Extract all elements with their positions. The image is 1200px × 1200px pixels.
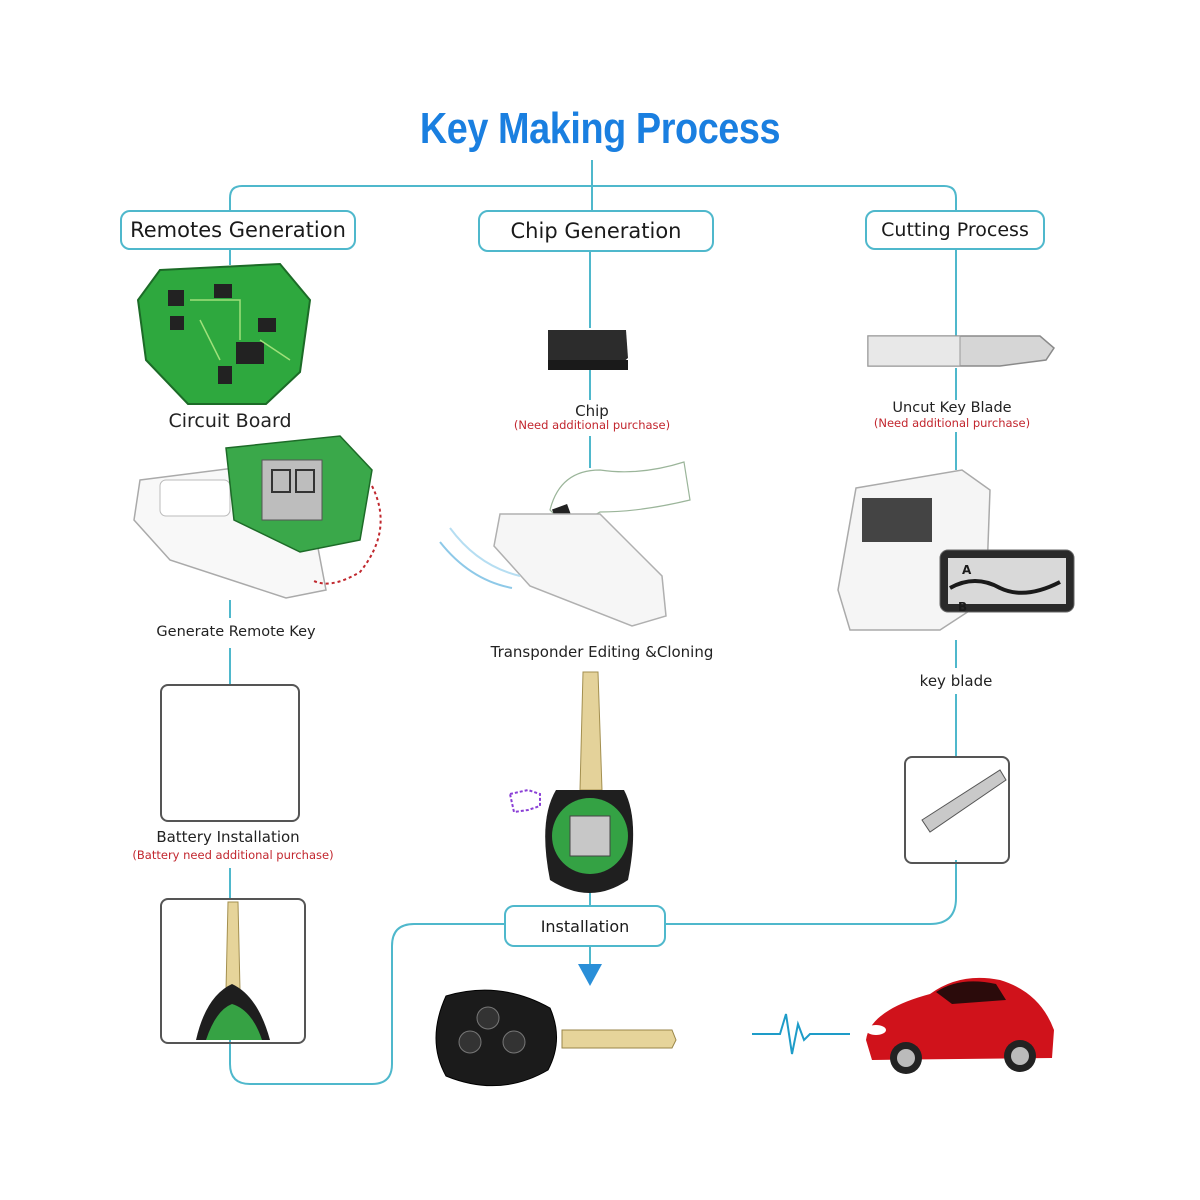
remote-key-icon [435, 989, 677, 1087]
circuit-board-icon [136, 262, 312, 405]
car-icon [866, 977, 1054, 1074]
stage-remotes-generation: Remotes Generation [120, 210, 356, 250]
uncut-blade-icon [867, 335, 1055, 367]
key-blade-photo [904, 756, 1010, 864]
signal-wave-icon [752, 1013, 850, 1055]
uncut-key-blade-label: Uncut Key Blade [892, 400, 1012, 416]
generate-remote-key-label: Generate Remote Key [156, 624, 316, 640]
down-arrow-icon [578, 964, 602, 986]
page-title: Key Making Process [419, 104, 781, 153]
stage-installation: Installation [504, 905, 666, 947]
blade-diagram-label-b: B [958, 600, 967, 614]
key-blade-photo-icon [921, 769, 1007, 833]
transponder-editing-label: Transponder Editing &Cloning [490, 643, 714, 661]
installation-photo [160, 898, 306, 1044]
battery-installation-photo [160, 684, 300, 822]
chip-note: (Need additional purchase) [513, 418, 671, 432]
battery-note: (Battery need additional purchase) [132, 848, 334, 862]
key-programmer-icon [133, 435, 382, 599]
chip-icon [548, 330, 628, 370]
uncut-key-blade-note: (Need additional purchase) [873, 416, 1031, 430]
blade-diagram-label-a: A [962, 563, 972, 577]
circuit-board-label: Circuit Board [168, 410, 292, 432]
connector-lines [229, 160, 957, 1085]
pointer-hand-icon [508, 788, 541, 814]
remote-key-board-icon [545, 671, 634, 893]
transponder-programmer-icon [439, 513, 667, 627]
stage-chip-generation: Chip Generation [478, 210, 714, 252]
battery-installation-label: Battery Installation [156, 828, 300, 846]
chip-label: Chip [575, 402, 609, 420]
stage-cutting-process: Cutting Process [865, 210, 1045, 250]
key-blade-label: key blade [919, 672, 993, 690]
key-blade-icon [196, 901, 270, 1040]
key-cutting-machine-icon [837, 469, 1075, 631]
